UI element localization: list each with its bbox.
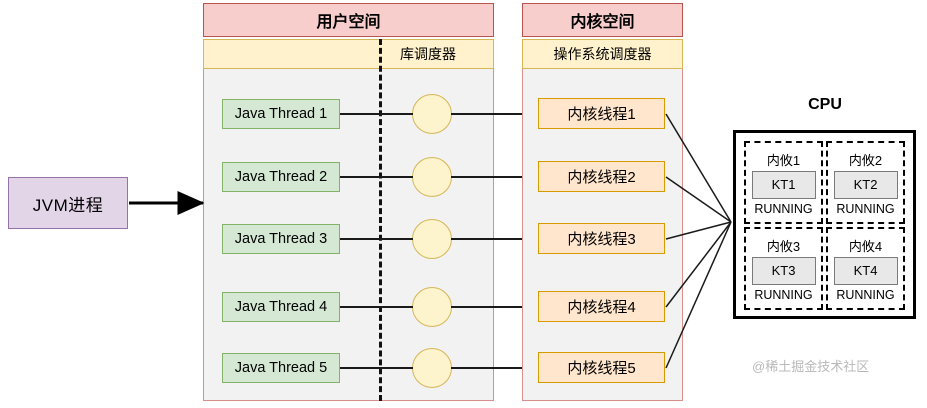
kernel-space-title: 内核空间 [570, 14, 635, 31]
cpu-core-name: 内攸2 [848, 152, 883, 168]
kernel-space-header: 内核空间 [522, 3, 683, 37]
cpu-core-state: RUNNING [836, 287, 895, 302]
cpu-core-thread-chip: KT2 [833, 170, 898, 199]
cpu-core-state: RUNNING [754, 201, 813, 216]
cpu-core-thread-chip: KT1 [751, 170, 816, 199]
user-space-title: 用户空间 [316, 14, 381, 31]
connector-line-jt2-left [340, 176, 413, 179]
kernel-thread-box-2[interactable]: 内核线程2 [538, 161, 665, 192]
watermark: @稀土掘金技术社区 [752, 356, 869, 375]
library-scheduler-node-3 [412, 219, 452, 259]
cpu-box: 内攸1 KT1 RUNNING 内攸2 KT2 RUNNING 内攸3 KT3 … [733, 130, 916, 319]
kernel-thread-label: 内核线程3 [567, 231, 636, 248]
connector-line-jt3-right [451, 238, 538, 241]
cpu-core-4: 内攸4 KT4 RUNNING [826, 227, 905, 310]
java-thread-box-2[interactable]: Java Thread 2 [222, 162, 340, 192]
connector-line-jt5-right [451, 367, 538, 370]
cpu-core-state: RUNNING [754, 287, 813, 302]
kernel-thread-label: 内核线程1 [567, 106, 636, 123]
cpu-title: CPU [760, 96, 890, 114]
java-thread-box-3[interactable]: Java Thread 3 [222, 224, 340, 254]
cpu-core-name: 内攸4 [848, 238, 883, 254]
kernel-space-scheduler-label: 操作系统调度器 [553, 46, 652, 62]
kernel-thread-label: 内核线程4 [567, 299, 636, 316]
user-kernel-boundary-dashed-line [379, 39, 382, 401]
cpu-core-2: 内攸2 KT2 RUNNING [826, 141, 905, 224]
java-thread-label: Java Thread 2 [234, 169, 328, 185]
java-thread-label: Java Thread 5 [234, 360, 328, 376]
jvm-process-box: JVM进程 [8, 177, 128, 229]
connector-line-jt4-left [340, 306, 413, 309]
jvm-process-label: JVM进程 [32, 195, 104, 215]
java-thread-label: Java Thread 4 [234, 299, 328, 315]
connector-line-jt2-right [451, 176, 538, 179]
java-thread-label: Java Thread 3 [234, 231, 328, 247]
connector-line-jt1-left [340, 113, 413, 116]
cpu-core-1: 内攸1 KT1 RUNNING [744, 141, 823, 224]
kernel-thread-box-1[interactable]: 内核线程1 [538, 98, 665, 129]
kernel-thread-box-4[interactable]: 内核线程4 [538, 291, 665, 322]
connector-line-jt1-right [451, 113, 538, 116]
kernel-thread-box-5[interactable]: 内核线程5 [538, 352, 665, 383]
java-thread-box-5[interactable]: Java Thread 5 [222, 353, 340, 383]
java-thread-box-4[interactable]: Java Thread 4 [222, 292, 340, 322]
cpu-core-name: 内攸3 [766, 238, 801, 254]
kernel-space-scheduler-bar: 操作系统调度器 [522, 39, 683, 69]
library-scheduler-node-4 [412, 287, 452, 327]
cpu-title-label: CPU [808, 96, 842, 113]
connector-line-jt5-left [340, 367, 413, 370]
kernel-thread-label: 内核线程5 [567, 360, 636, 377]
kernel-thread-label: 内核线程2 [567, 169, 636, 186]
library-scheduler-node-2 [412, 157, 452, 197]
user-space-header: 用户空间 [203, 3, 494, 37]
cpu-core-3: 内攸3 KT3 RUNNING [744, 227, 823, 310]
java-thread-box-1[interactable]: Java Thread 1 [222, 99, 340, 129]
cpu-core-name: 内攸1 [766, 152, 801, 168]
watermark-label: @稀土掘金技术社区 [752, 359, 870, 374]
connector-line-jt4-right [451, 306, 538, 309]
java-thread-label: Java Thread 1 [234, 106, 328, 122]
user-space-scheduler-label: 库调度器 [400, 46, 456, 62]
cpu-core-thread-chip: KT4 [833, 256, 898, 285]
user-space-scheduler-bar: 库调度器 [203, 39, 494, 69]
connector-line-jt3-left [340, 238, 413, 241]
cpu-core-thread-chip: KT3 [751, 256, 816, 285]
kernel-thread-box-3[interactable]: 内核线程3 [538, 223, 665, 254]
cpu-core-state: RUNNING [836, 201, 895, 216]
library-scheduler-node-1 [412, 94, 452, 134]
library-scheduler-node-5 [412, 348, 452, 388]
